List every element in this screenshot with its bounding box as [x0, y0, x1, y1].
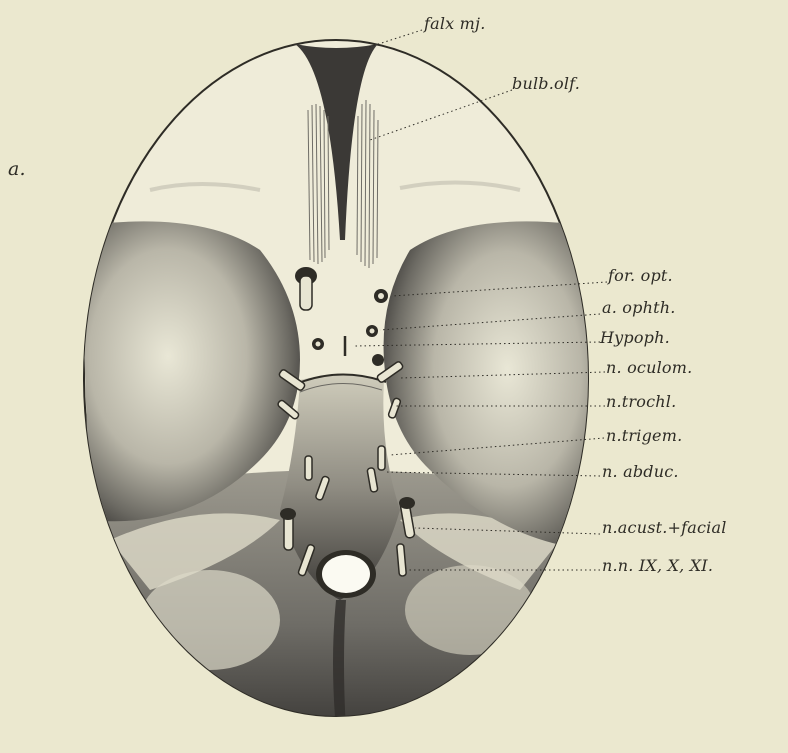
label-bulb-olf: bulb.olf. — [512, 74, 580, 93]
label-hypoph: Hypoph. — [600, 328, 670, 347]
label-n-trigem: n.trigem. — [606, 426, 682, 445]
label-a-ophth: a. ophth. — [602, 298, 676, 317]
plate-letter: a. — [8, 158, 26, 180]
label-n-oculom: n. oculom. — [606, 358, 692, 377]
label-nn-ix-x-xi: n.n. IX, X, XI. — [602, 556, 713, 575]
label-n-acust-facial: n.acust.+facial — [602, 518, 727, 537]
label-falx: falx mj. — [424, 14, 486, 33]
label-for-opt: for. opt. — [608, 266, 673, 285]
label-n-abduc: n. abduc. — [602, 462, 679, 481]
label-n-trochl: n.trochl. — [606, 392, 676, 411]
